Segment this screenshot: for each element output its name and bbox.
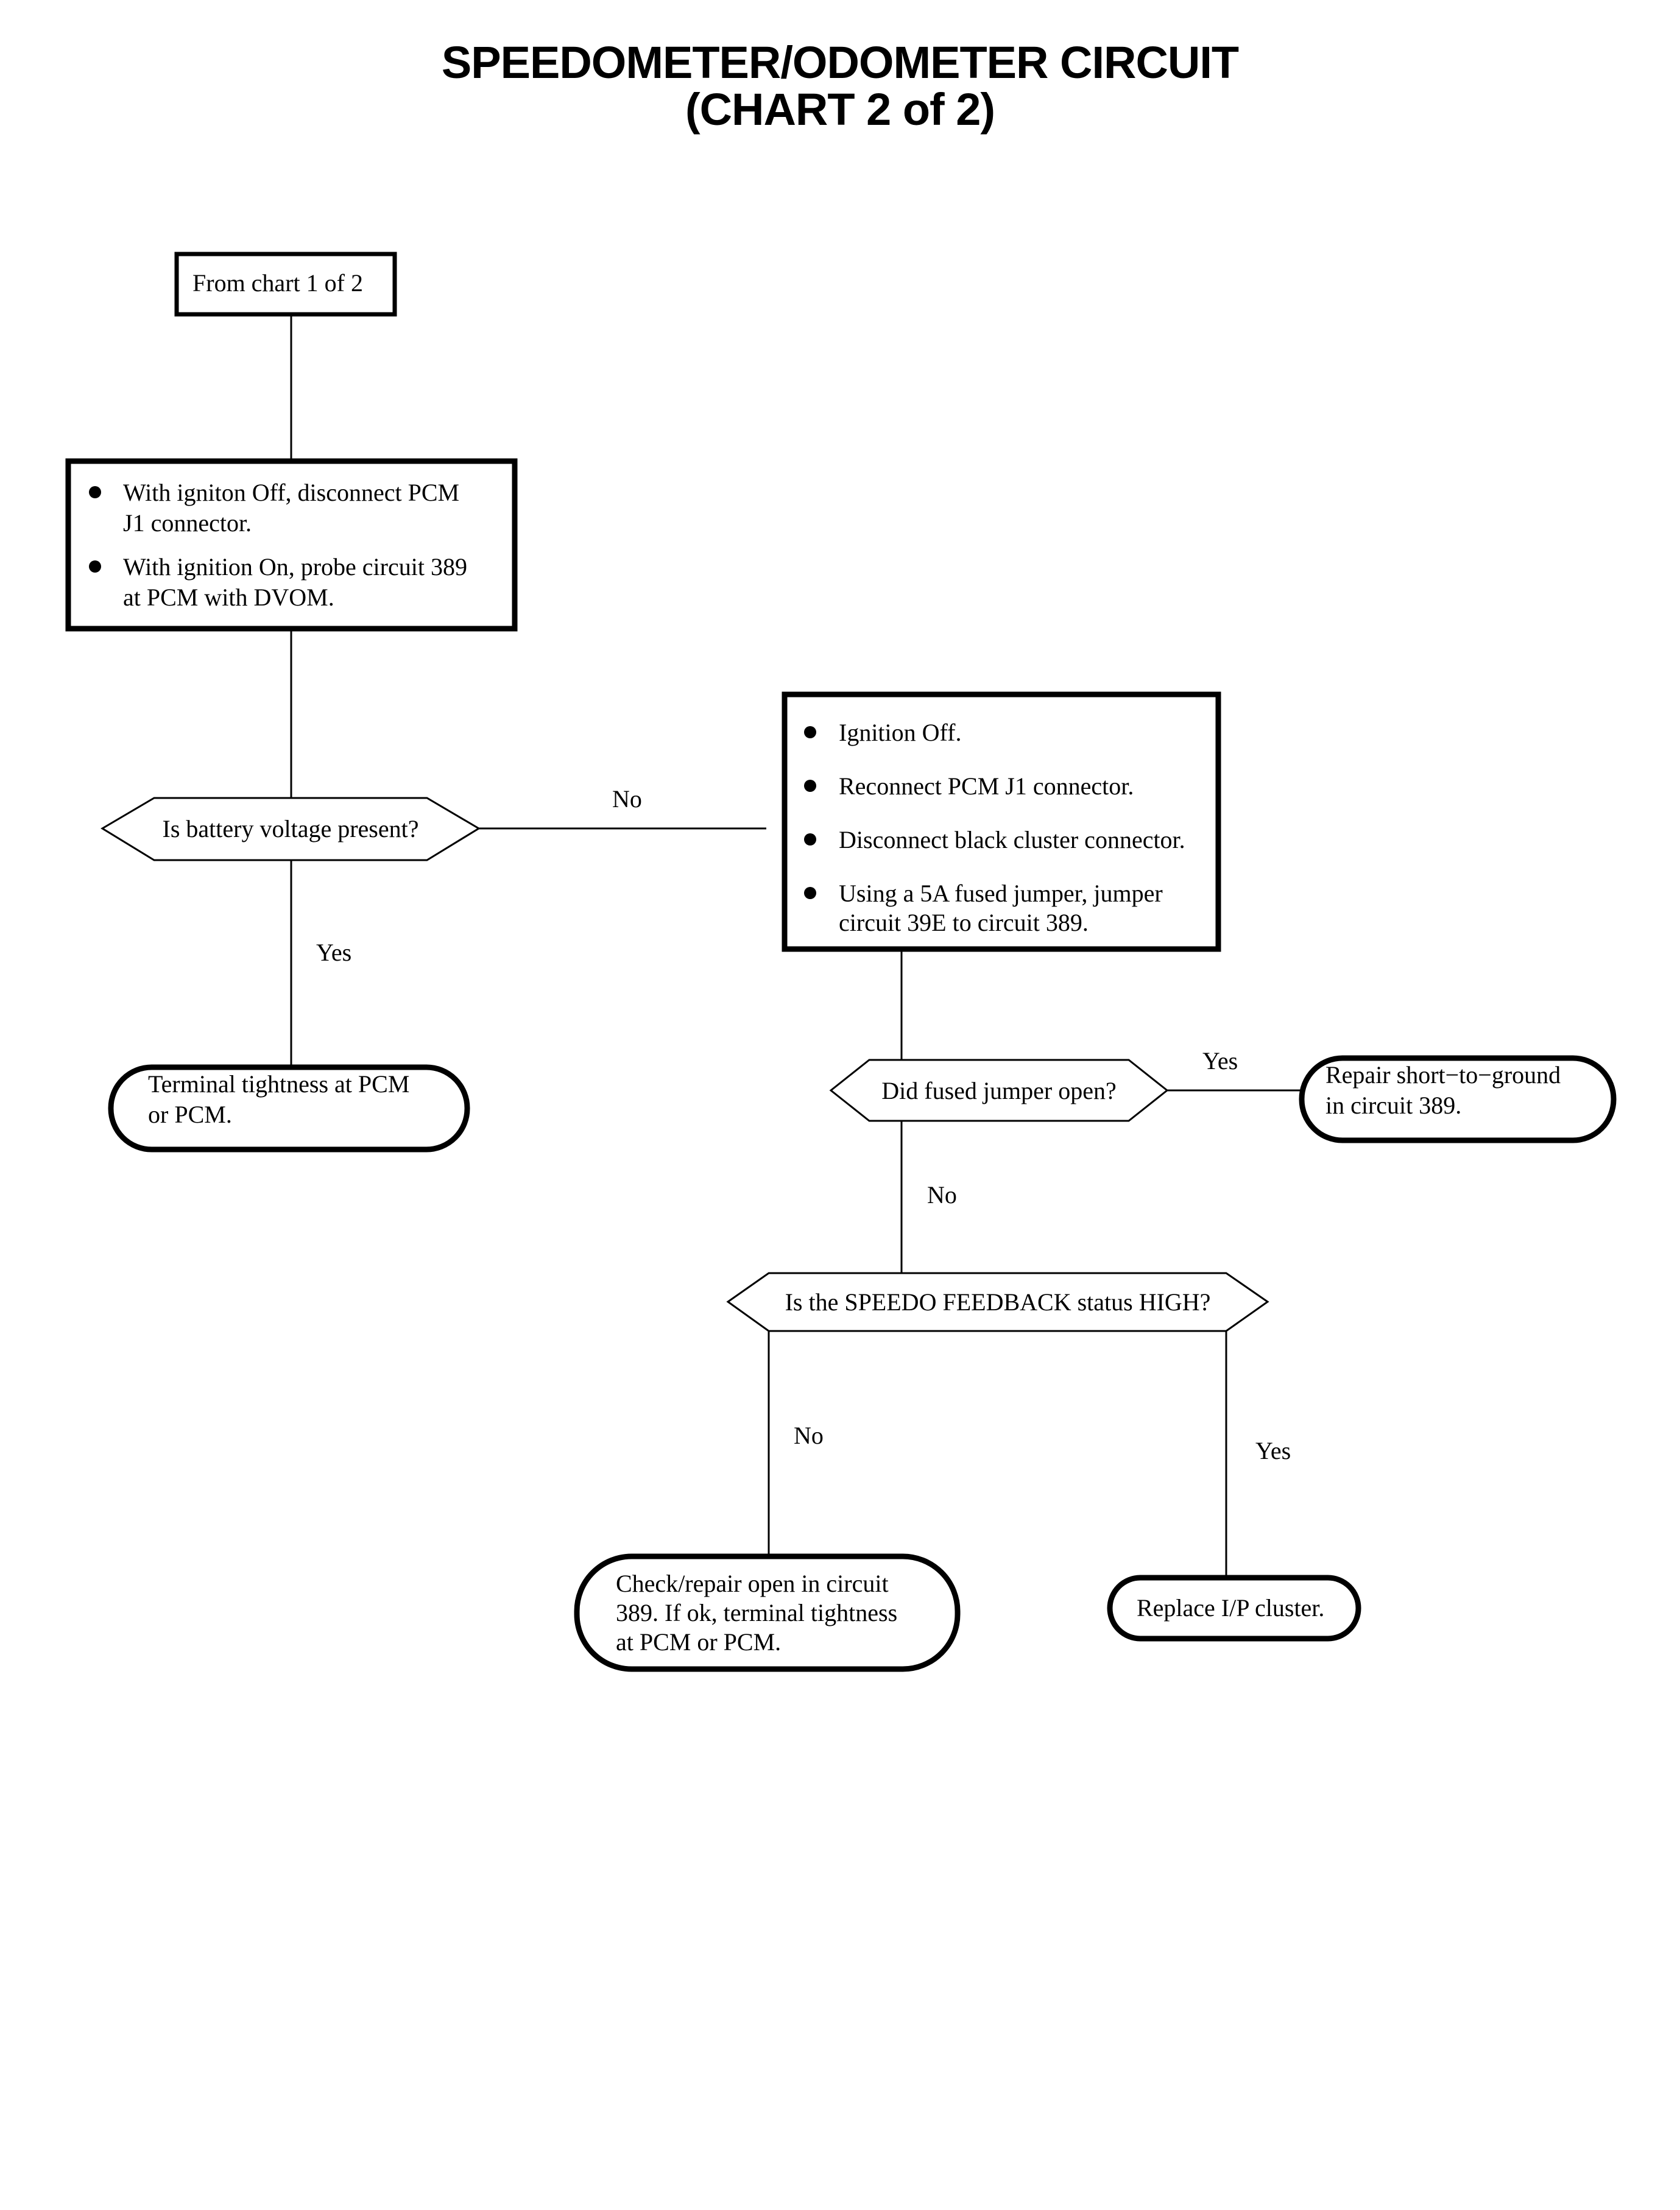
page-title-line1: SPEEDOMETER/ODOMETER CIRCUIT <box>442 37 1239 88</box>
decision-jumper-hexagon <box>829 1059 1169 1122</box>
step2-bullet2: Reconnect PCM J1 connector. <box>839 772 1134 800</box>
node-step2[interactable]: Ignition Off. Reconnect PCM J1 connector… <box>782 691 1221 952</box>
node-replace-cluster[interactable]: Replace I/P cluster. <box>1107 1575 1361 1642</box>
edge-label-battery-no: No <box>612 785 642 813</box>
step2-bullet1: Ignition Off. <box>839 719 961 746</box>
decision-speedo-label: Is the SPEEDO FEEDBACK status HIGH? <box>785 1288 1211 1316</box>
step2-bullet4-line2: circuit 39E to circuit 389. <box>839 909 1089 936</box>
step1-bullet2-line1: With ignition On, probe circuit 389 <box>123 553 467 581</box>
step1-bullet2-line2: at PCM with DVOM. <box>123 584 334 611</box>
node-from-chart[interactable]: From chart 1 of 2 <box>174 252 397 317</box>
decision-speedo-hexagon <box>726 1272 1269 1332</box>
check-repair-line1: Check/repair open in circuit <box>616 1570 889 1597</box>
bullet-dot-icon <box>804 726 816 738</box>
edge-label-jumper-no: No <box>927 1181 957 1209</box>
decision-battery-label: Is battery voltage present? <box>163 815 419 842</box>
repair-short-line1: Repair short−to−ground <box>1325 1061 1561 1089</box>
bullet-dot-icon <box>89 486 101 498</box>
node-decision-speedo[interactable]: Is the SPEEDO FEEDBACK status HIGH? <box>726 1272 1269 1332</box>
from-chart-box <box>174 252 397 317</box>
bullet-dot-icon <box>89 560 101 573</box>
node-step1[interactable]: With igniton Off, disconnect PCM J1 conn… <box>65 458 518 632</box>
node-decision-battery[interactable]: Is battery voltage present? <box>101 797 481 861</box>
bullet-dot-icon <box>804 887 816 899</box>
terminal-tightness-line1: Terminal tightness at PCM <box>148 1070 409 1098</box>
bullet-dot-icon <box>804 780 816 792</box>
node-terminal-tightness[interactable]: Terminal tightness at PCM or PCM. <box>108 1064 470 1153</box>
edge-label-speedo-no: No <box>794 1422 824 1449</box>
step1-bullet1-line1: With igniton Off, disconnect PCM <box>123 479 459 506</box>
step2-bullet4-line1: Using a 5A fused jumper, jumper <box>839 880 1163 907</box>
edge-label-jumper-yes: Yes <box>1202 1047 1238 1075</box>
bullet-dot-icon <box>804 833 816 846</box>
replace-cluster-label: Replace I/P cluster. <box>1137 1594 1324 1622</box>
step1-box <box>65 458 518 632</box>
step1-bullet1-line2: J1 connector. <box>123 509 252 537</box>
check-repair-line3: at PCM or PCM. <box>616 1628 781 1656</box>
node-decision-jumper[interactable]: Did fused jumper open? <box>829 1059 1169 1122</box>
edge-label-battery-yes: Yes <box>316 939 351 966</box>
check-repair-line2: 389. If ok, terminal tightness <box>616 1599 897 1626</box>
decision-battery-hexagon <box>101 797 481 861</box>
node-repair-short[interactable]: Repair short−to−ground in circuit 389. <box>1299 1055 1617 1143</box>
step2-box <box>782 691 1221 952</box>
terminal-tightness-box <box>108 1064 470 1153</box>
check-repair-box <box>574 1553 961 1672</box>
node-check-repair[interactable]: Check/repair open in circuit 389. If ok,… <box>574 1553 961 1672</box>
replace-cluster-box <box>1107 1575 1361 1642</box>
repair-short-line2: in circuit 389. <box>1325 1092 1461 1119</box>
page-title-line2: (CHART 2 of 2) <box>685 84 995 135</box>
edge-label-speedo-yes: Yes <box>1255 1437 1291 1464</box>
repair-short-box <box>1299 1055 1617 1143</box>
from-chart-label: From chart 1 of 2 <box>192 269 363 297</box>
step2-bullet3: Disconnect black cluster connector. <box>839 826 1185 853</box>
decision-jumper-label: Did fused jumper open? <box>881 1077 1116 1104</box>
terminal-tightness-line2: or PCM. <box>148 1101 232 1128</box>
